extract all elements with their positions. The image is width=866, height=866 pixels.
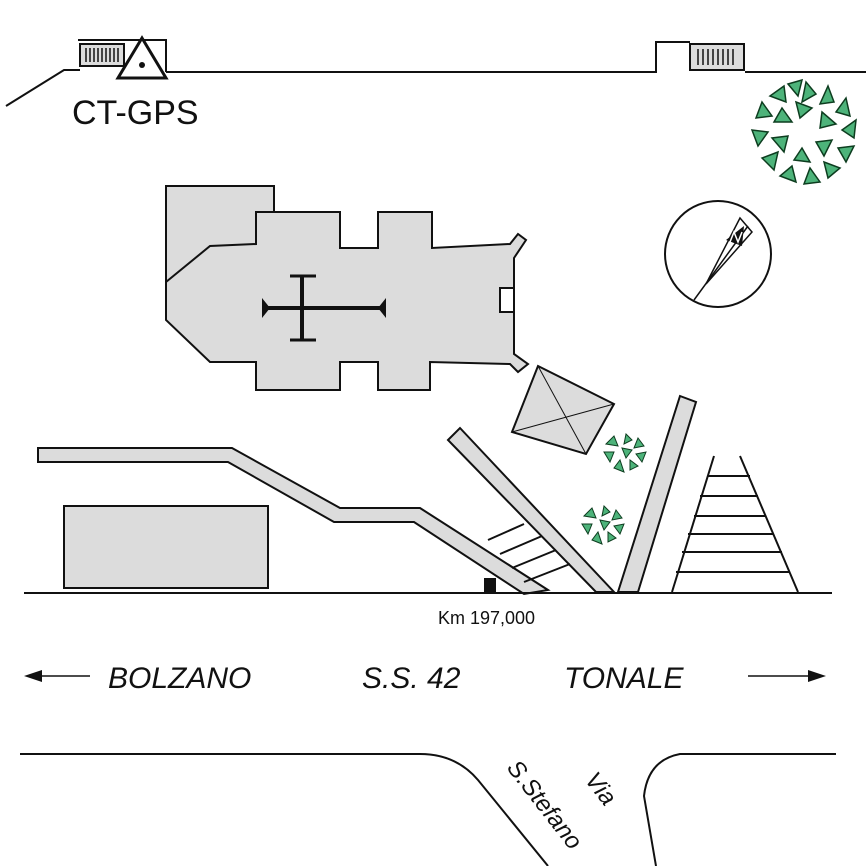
direction-right-label: TONALE <box>564 662 684 695</box>
side-street-right-edge <box>642 753 836 866</box>
church-building <box>165 185 530 391</box>
right-gate <box>689 43 745 71</box>
side-street-prefix: Via <box>579 767 621 811</box>
road-edge-south <box>20 753 549 866</box>
km-marker-label: Km 197,000 <box>438 608 535 628</box>
arrow-left-icon <box>24 670 90 682</box>
direction-left-label: BOLZANO <box>108 662 251 695</box>
station-label: CT-GPS <box>72 94 199 132</box>
tree-icon <box>750 78 857 185</box>
left-gate <box>79 43 125 67</box>
side-street-name: S.Stefano <box>501 755 587 855</box>
km-marker-post <box>484 578 496 593</box>
compass-north-icon <box>664 200 772 308</box>
church-cross-icon <box>262 274 386 342</box>
arrow-right-icon <box>748 670 826 682</box>
ramp-steps <box>487 523 571 583</box>
low-building <box>63 505 269 589</box>
tree-icon <box>581 504 625 545</box>
staircase <box>671 455 799 593</box>
square-tower <box>510 364 616 456</box>
gps-station-triangle-icon <box>115 35 169 80</box>
diagonal-ramp <box>446 426 617 593</box>
left-gate-frame <box>78 39 167 72</box>
right-slanted-wall <box>616 394 698 593</box>
road-label: S.S. 42 <box>362 662 461 695</box>
tree-icon <box>603 432 647 473</box>
